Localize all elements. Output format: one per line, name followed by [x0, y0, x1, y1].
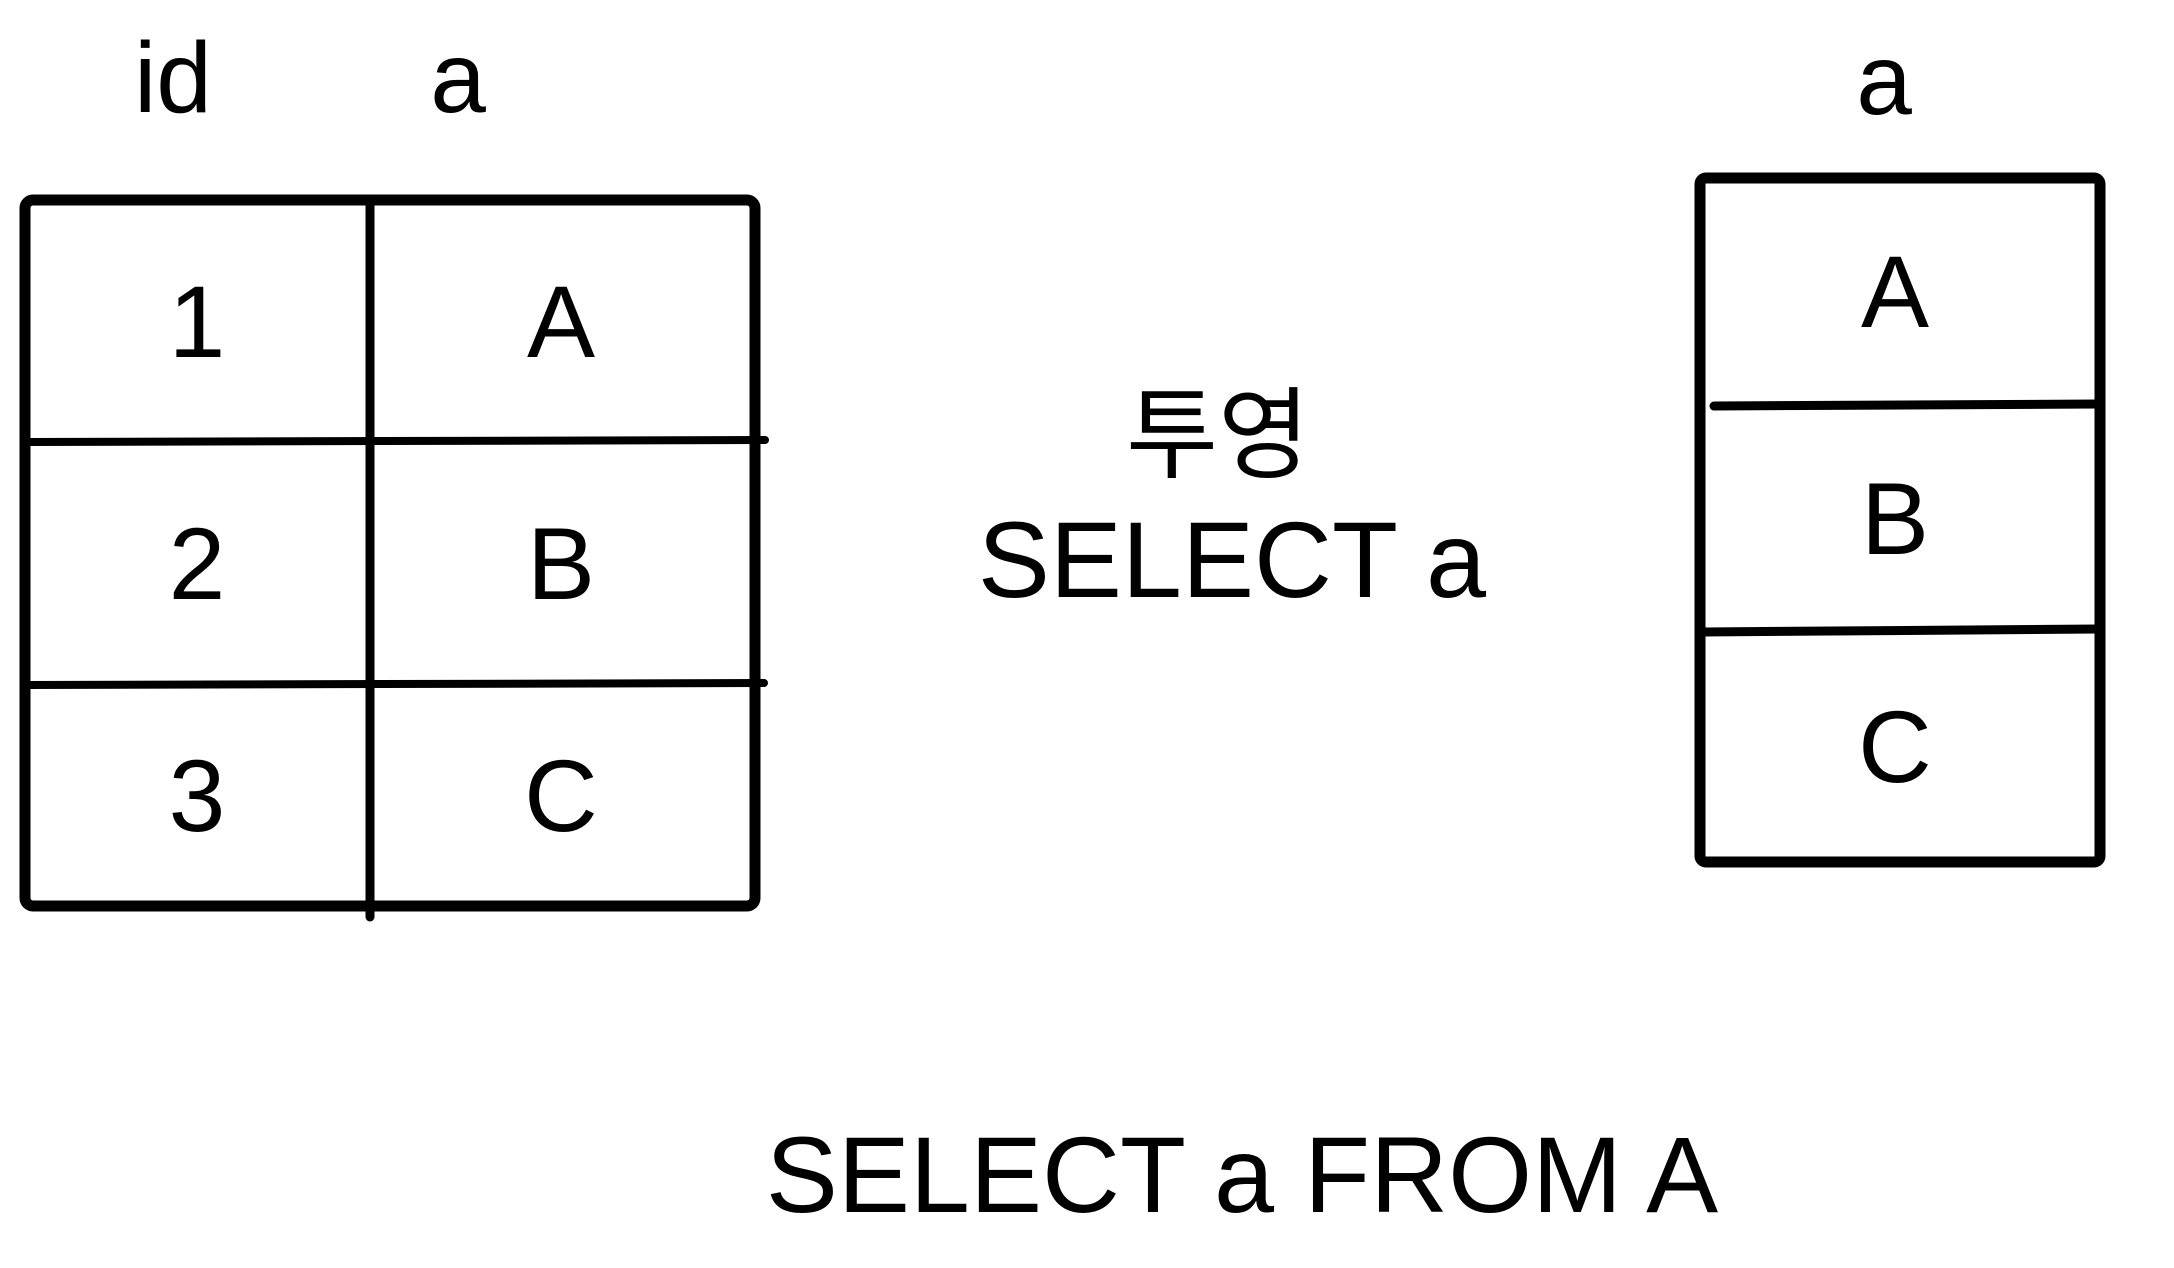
source-table-row-divider-2: [23, 679, 768, 689]
result-table-cell-row2: B: [1861, 462, 1929, 576]
result-table-cell-row3: C: [1858, 690, 1932, 804]
source-table-border: [19, 194, 761, 912]
source-table-cell-row1-a: A: [527, 265, 595, 379]
result-table-header-a: a: [1856, 24, 1912, 136]
result-table-row-divider-2: [1697, 624, 2103, 637]
operation-sql-label: SELECT a: [978, 499, 1487, 620]
source-table-row-divider-1: [23, 436, 769, 446]
result-table-border: [1694, 172, 2106, 868]
projection-operation-label: 투영 SELECT a: [978, 380, 1487, 620]
sql-caption: SELECT a FROM A: [766, 1114, 1718, 1235]
source-table-cell-row3-id: 3: [169, 739, 226, 853]
result-table-cell-row1: A: [1861, 235, 1929, 349]
result-table: a A B C: [1694, 24, 2106, 868]
operation-korean-label: 투영: [1126, 380, 1310, 492]
source-table-header-a: a: [430, 22, 486, 134]
source-table-cell-row2-id: 2: [169, 507, 226, 621]
source-table-cell-row2-a: B: [527, 507, 595, 621]
source-table-header-id: id: [134, 22, 212, 134]
result-table-row-divider-1: [1709, 399, 2103, 411]
source-table-cell-row3-a: C: [524, 739, 598, 853]
source-table-cell-row1-id: 1: [169, 265, 226, 379]
source-table: id a 1 A 2 B 3 C: [19, 22, 769, 922]
